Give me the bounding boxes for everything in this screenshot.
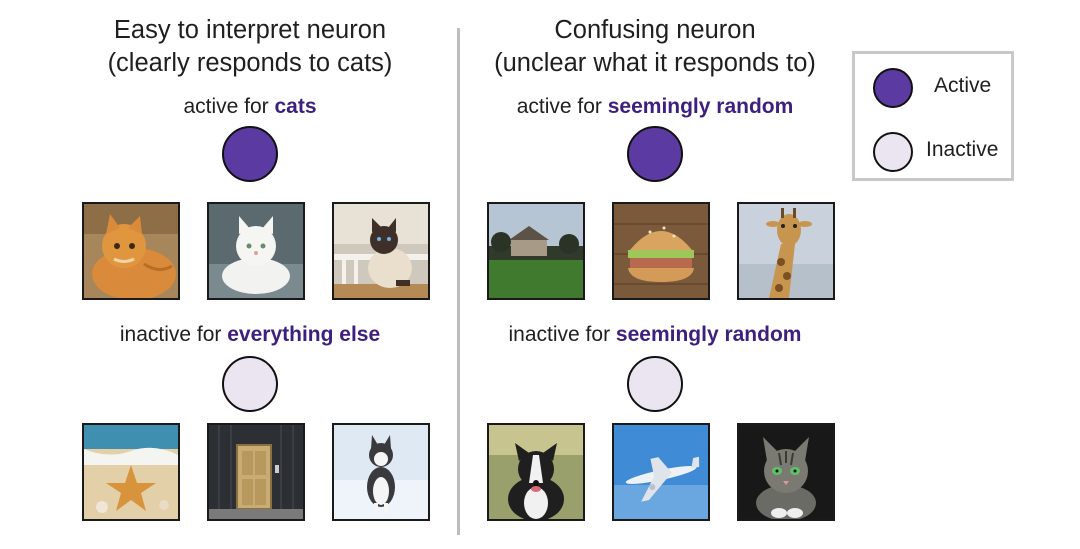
airplane-photo [612, 423, 710, 521]
orange-cat-photo [82, 202, 180, 300]
legend-active-label: Active [934, 74, 992, 97]
house-lawn-photo [487, 202, 585, 300]
legend-inactive-swatch [873, 132, 913, 172]
active-prefix: active for [516, 95, 602, 118]
inactive-prefix: inactive for [508, 323, 611, 346]
confusing-neuron-panel: Confusing neuron (unclear what it respon… [435, 0, 875, 549]
siamese-cat-photo [332, 202, 430, 300]
active-highlight: cats [274, 95, 317, 118]
inactive-neuron-circle [222, 356, 278, 412]
husky-snow-photo [332, 423, 430, 521]
interpretable-neuron-panel: Easy to interpret neuron (clearly respon… [30, 0, 470, 549]
active-neuron-circle [222, 126, 278, 182]
active-row-label: active for cats [30, 95, 470, 119]
panel-title-line2: (clearly responds to cats) [107, 49, 393, 77]
legend-box: Active Inactive [852, 51, 1014, 181]
inactive-row-label: inactive for seemingly random [435, 323, 875, 347]
legend-active-swatch [873, 68, 913, 108]
inactive-neuron-circle [627, 356, 683, 412]
starfish-beach-photo [82, 423, 180, 521]
inactive-row-label: inactive for everything else [30, 323, 470, 347]
legend-inactive-label: Inactive [926, 138, 999, 161]
white-cat-photo [207, 202, 305, 300]
giraffe-photo [737, 202, 835, 300]
active-highlight: seemingly random [607, 95, 794, 118]
panel-title: Confusing neuron (unclear what it respon… [435, 14, 875, 80]
active-prefix: active for [183, 95, 269, 118]
border-collie-photo [487, 423, 585, 521]
wooden-door-photo [207, 423, 305, 521]
panel-title-line2: (unclear what it responds to) [494, 49, 816, 77]
tabby-cat-photo [737, 423, 835, 521]
panel-title: Easy to interpret neuron (clearly respon… [30, 14, 470, 80]
inactive-highlight: everything else [227, 323, 381, 346]
active-neuron-circle [627, 126, 683, 182]
active-row-label: active for seemingly random [435, 95, 875, 119]
panel-title-line1: Easy to interpret neuron [113, 16, 387, 44]
inactive-highlight: seemingly random [615, 323, 802, 346]
inactive-prefix: inactive for [119, 323, 222, 346]
panel-divider [457, 28, 460, 535]
burger-photo [612, 202, 710, 300]
panel-title-line1: Confusing neuron [554, 16, 756, 44]
